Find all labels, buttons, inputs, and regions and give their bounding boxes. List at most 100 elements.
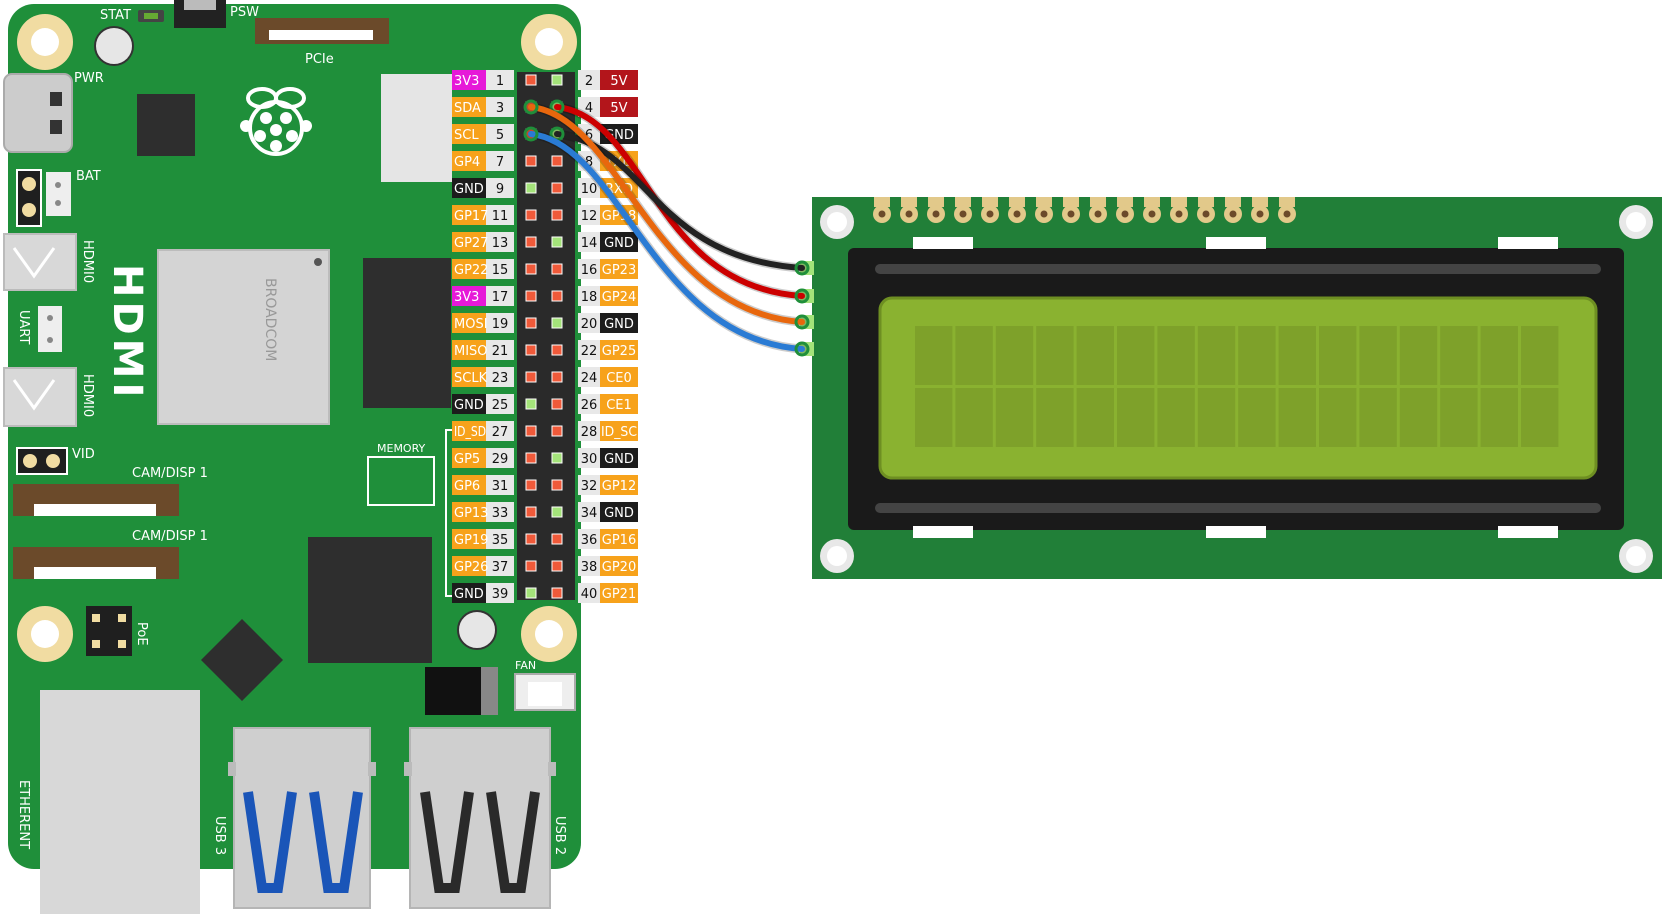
pin-label-bg [600,313,638,333]
pin-number-cell [578,70,600,90]
lcd-cell [1076,326,1114,385]
pin-label: GP19 [454,533,488,548]
pin-label: ID_SC [601,425,637,440]
pin-number: 40 [581,587,598,602]
pin-label-bg [600,70,638,90]
pin-number-cell [486,367,514,387]
pin-label: GP25 [602,344,636,359]
usb-c-power-port [3,73,73,153]
header-pin [525,344,537,356]
pin-label-bg [452,529,486,549]
pin-label-bg [452,313,486,333]
lcd-header-pad [1252,197,1268,207]
poe-header [86,606,132,656]
header-pin [551,182,563,194]
lcd-cell [995,326,1034,385]
pin-label-bg [600,286,638,306]
pin-label: GP16 [602,533,636,548]
lcd-header-pad [1171,197,1187,207]
pin-number-cell [578,502,600,522]
memory-label: MEMORY [377,442,426,455]
pin-label-bg [452,178,486,198]
header-pin [551,155,563,167]
cam-disp-slot-2 [34,567,156,579]
pin-number: 20 [581,317,598,332]
bat-pin [22,203,36,217]
jumper-wire [528,131,805,352]
pin-label-bg [452,448,486,468]
header-pin [525,209,537,221]
header-pin [551,209,563,221]
uart-socket [38,306,62,352]
pin-number-cell [578,232,600,252]
pin-number: 3 [496,101,504,116]
bat-socket [46,172,71,216]
broadcom-label: BROADCOM [262,278,278,361]
lcd-header-pad [1063,197,1079,207]
pin-label: SCLK [454,371,488,386]
lcd-cell [1157,388,1195,447]
lcd-cell [1440,326,1478,385]
pin-number-cell [486,259,514,279]
lcd-header-pad [901,197,917,207]
pin-number-cell [578,259,600,279]
lcd-cell [1117,326,1155,385]
header-pin [525,290,537,302]
header-pin [551,263,563,275]
hdmi0-top-label: HDMI0 [80,240,95,283]
pin-number-cell [486,178,514,198]
lcd-character-cells [915,326,1559,447]
pin-label-bg [600,502,638,522]
pin-number-cell [578,394,600,414]
lcd-cell [1480,326,1518,385]
memory-outline [367,456,435,506]
pin-number: 31 [492,479,509,494]
wire-end [794,260,810,276]
pin-number-cell [578,421,600,441]
lcd-cell [1278,388,1316,447]
pin-number: 18 [581,290,598,305]
header-pin [525,425,537,437]
stat-label: STAT [100,8,131,23]
pin-number: 15 [492,263,509,278]
usb-c-pin [50,92,62,106]
pin-label: GP17 [454,209,488,224]
pin-label: ID_SD [454,425,486,440]
pin-label-bg [452,367,486,387]
lcd-header-pad [874,197,890,207]
pin-number: 11 [492,209,509,224]
header-pin [551,560,563,572]
lcd1602-module [800,197,1662,579]
pin-label: GND [604,506,634,521]
lcd-cell [1157,326,1195,385]
lcd-cell [1521,388,1559,447]
pin-number-cell [486,97,514,117]
ethernet-port [40,690,200,914]
pin-number-cell [578,475,600,495]
header-pin [525,533,537,545]
lcd-cell [1076,388,1114,447]
header-pin [551,398,563,410]
lcd-cell [1399,326,1438,385]
header-pin [525,506,537,518]
pin-label: GP21 [602,587,636,602]
header-pin [551,452,563,464]
lcd-cell [1359,326,1397,385]
pin-number: 17 [492,290,509,305]
ethernet-label: ETHERENT [16,780,31,849]
mounting-hole-center [535,620,563,648]
cam-disp-slot-1 [34,504,156,516]
wire-end [794,314,810,330]
header-pin [551,371,563,383]
broadcom-soc [157,249,330,425]
pin-label: GP23 [602,263,636,278]
lcd-cell [915,326,953,385]
pin-label-bg [452,205,486,225]
usb2-label: USB 2 [552,816,567,855]
pin-number-cell [578,313,600,333]
usb2-port [404,727,556,909]
header-pin [551,533,563,545]
lcd-header-pins [873,197,1296,223]
pin-label: GP26 [454,560,488,575]
pin-label-bg [452,502,486,522]
